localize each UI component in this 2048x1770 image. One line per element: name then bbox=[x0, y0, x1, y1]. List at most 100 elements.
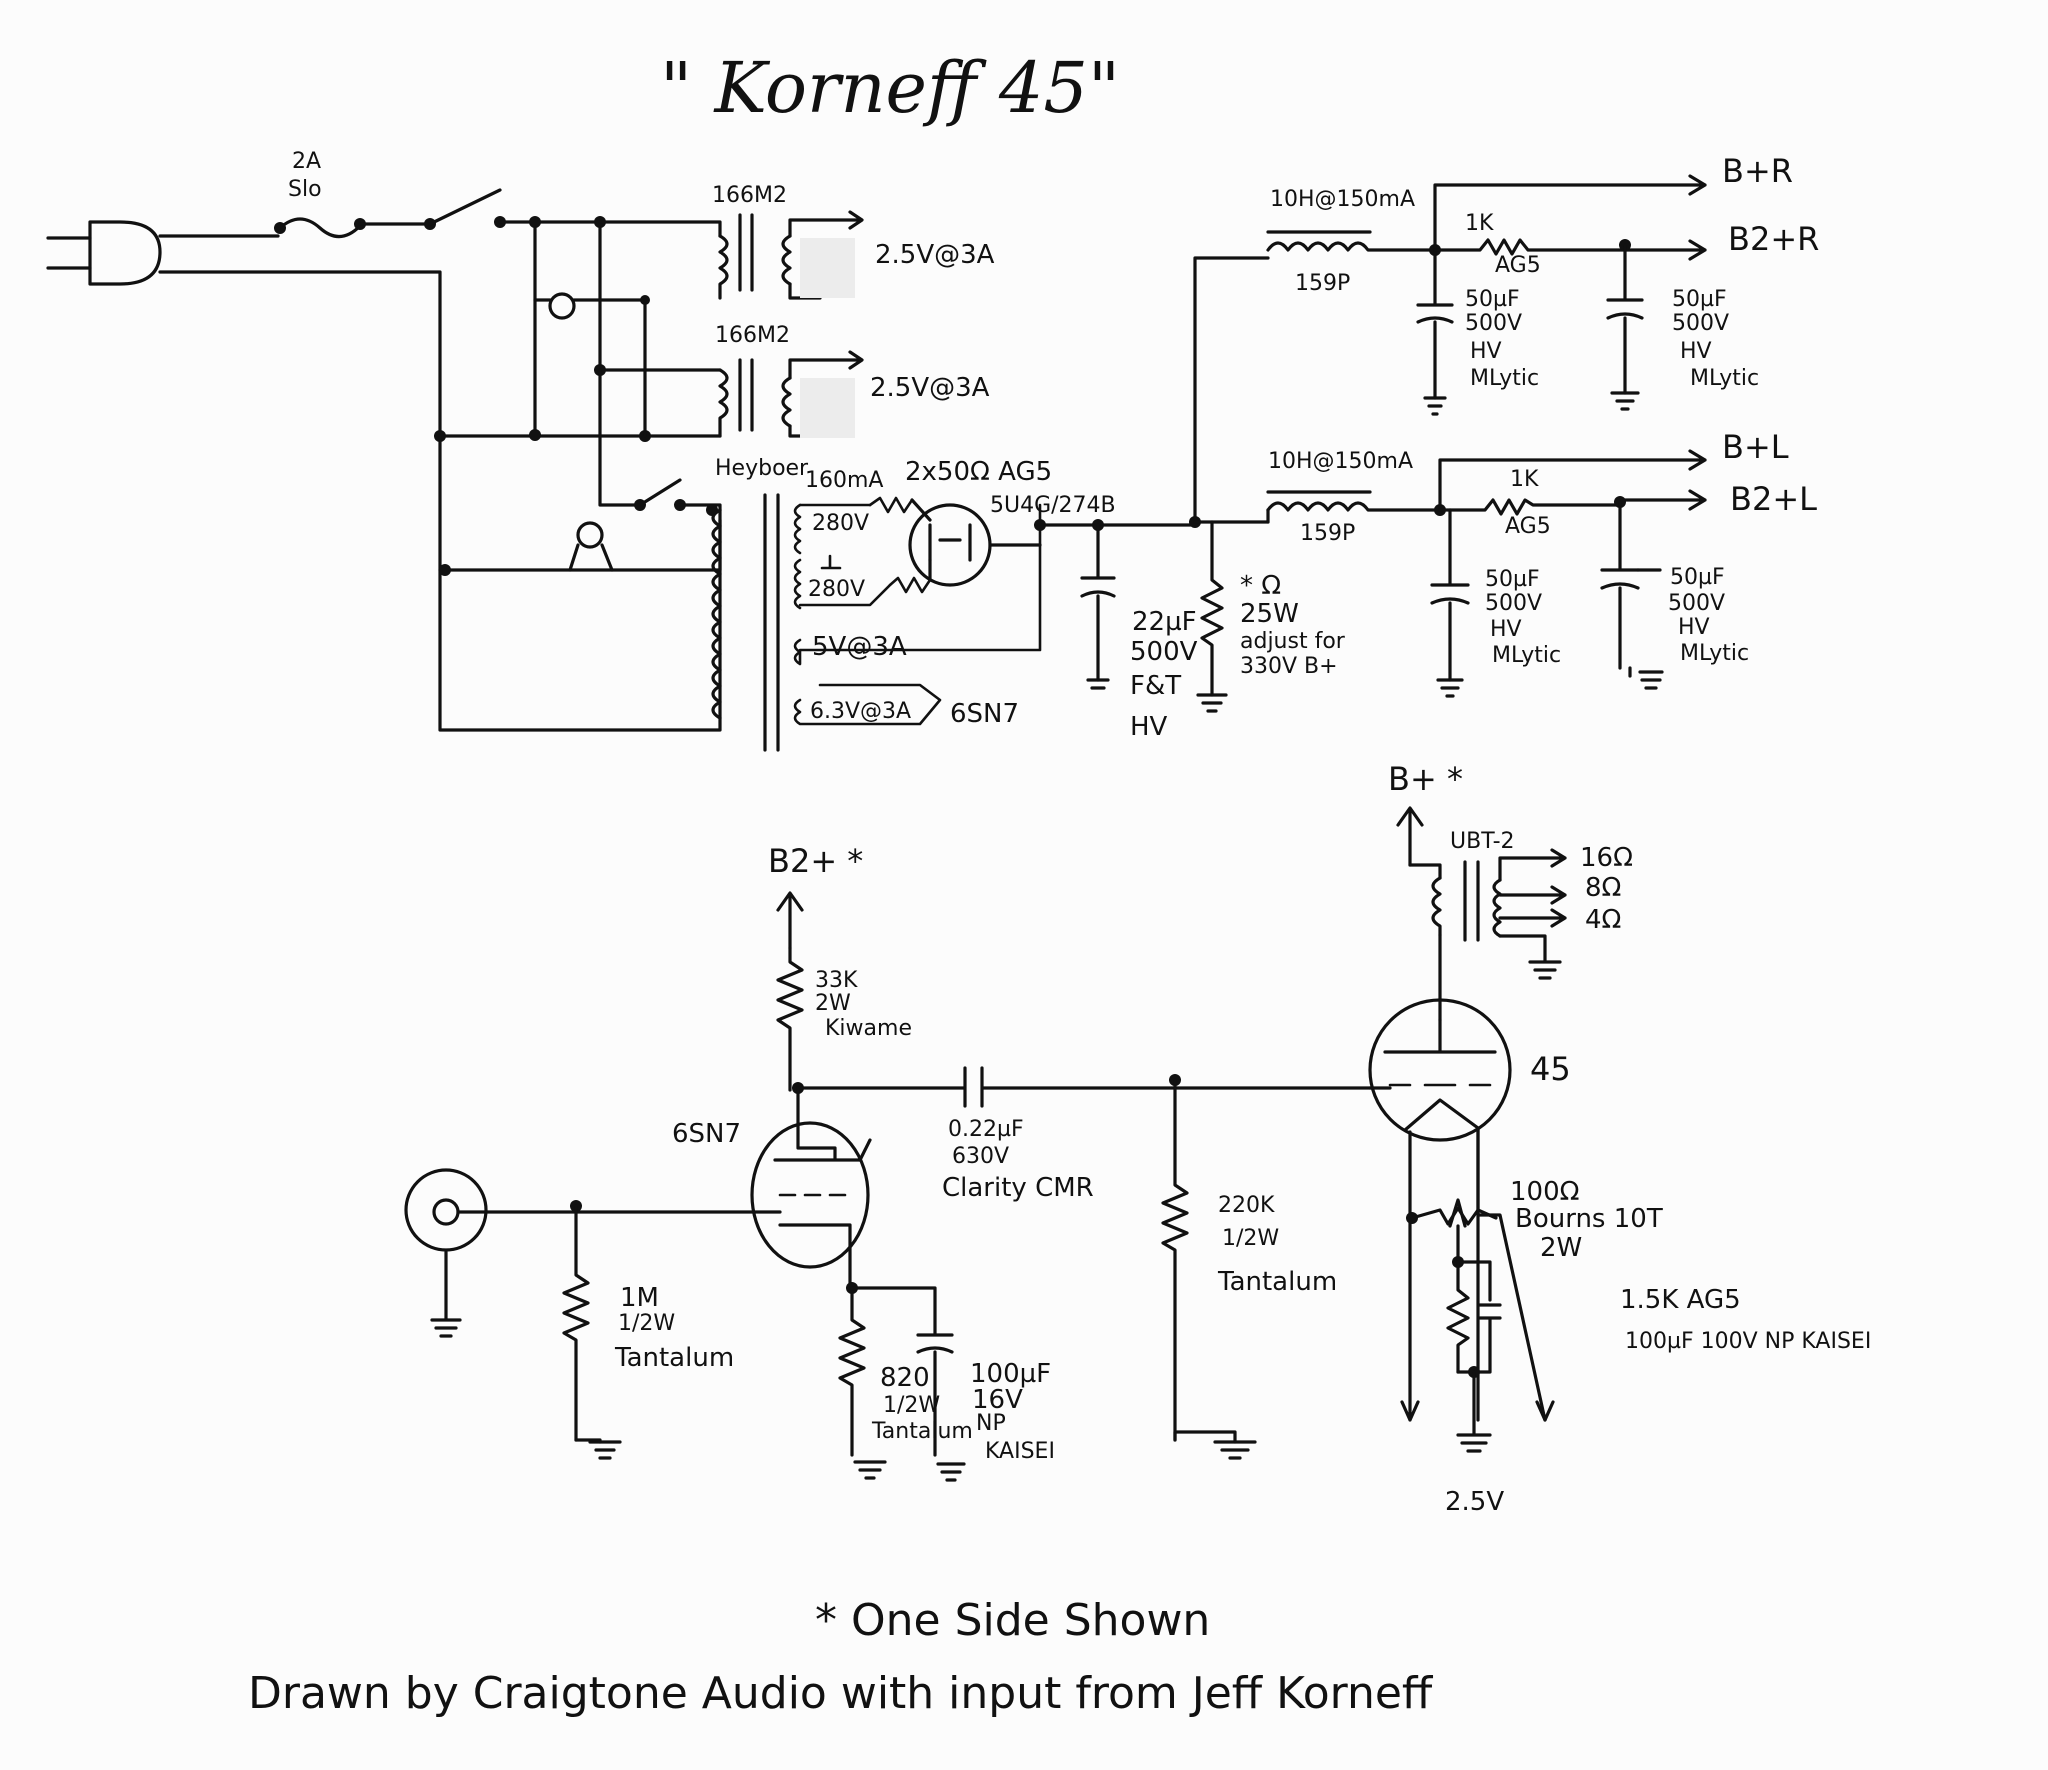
rectifier-resistors: 2x50Ω AG5 bbox=[905, 457, 1052, 487]
power-switch bbox=[428, 188, 602, 228]
output-tap-16: 16Ω bbox=[1580, 843, 1633, 873]
coupling-cap-label-3: Clarity CMR bbox=[942, 1173, 1094, 1203]
l-cap2-label-3: HV bbox=[1678, 615, 1710, 640]
standby-switch bbox=[598, 368, 722, 516]
cathode-capacitor bbox=[850, 1286, 966, 1482]
output-tube-label: 45 bbox=[1530, 1050, 1571, 1088]
r-resistor-value: 1K bbox=[1465, 211, 1494, 236]
cathode-res-label-2: 1/2W bbox=[883, 1393, 940, 1418]
cathode-res-label-3: Tantalum bbox=[871, 1419, 973, 1444]
output-transformer bbox=[1396, 806, 1567, 980]
r-cap1-label-3: HV bbox=[1470, 339, 1502, 364]
l-cap1-label-1: 50µF bbox=[1485, 567, 1540, 592]
schematic-title: " Korneff 45" bbox=[660, 47, 1120, 129]
l-choke-part: 159P bbox=[1300, 521, 1355, 546]
output-tap-8: 8Ω bbox=[1585, 873, 1621, 903]
cathode-cap-label-3: NP bbox=[976, 1411, 1006, 1436]
output-b2-plus-l: B2+L bbox=[1730, 480, 1817, 518]
left-channel-filter bbox=[1266, 449, 1707, 698]
power-transformer bbox=[711, 493, 1042, 752]
plate-res-label-3: Kiwame bbox=[825, 1016, 912, 1041]
output-b-plus-l: B+L bbox=[1722, 428, 1789, 466]
power-xfmr-sec-2: 280V bbox=[808, 577, 865, 602]
r-cap1-label-1: 50µF bbox=[1465, 287, 1520, 312]
output-b-plus-r: B+R bbox=[1722, 152, 1793, 190]
first-cap-label-2: 500V bbox=[1130, 637, 1198, 667]
mains-plug bbox=[46, 220, 162, 286]
grid-resistor bbox=[562, 1204, 622, 1460]
filament-xfmr-2-output: 2.5V@3A bbox=[870, 373, 990, 403]
output-xfmr-part: UBT-2 bbox=[1450, 829, 1515, 854]
filament-xfmr-1-part: 166M2 bbox=[712, 183, 787, 208]
r-cap2-label-4: MLytic bbox=[1690, 366, 1759, 391]
fuse-label-2: Slo bbox=[288, 177, 322, 202]
driver-tube-label: 6SN7 bbox=[672, 1119, 741, 1149]
rectifier-tube bbox=[868, 496, 1042, 594]
fuse bbox=[274, 217, 436, 239]
first-cap-label-4: HV bbox=[1130, 712, 1168, 742]
power-xfmr-heater-load: 6SN7 bbox=[950, 699, 1019, 729]
out-grid-res-label-1: 220K bbox=[1218, 1193, 1275, 1218]
l-cap1-label-2: 500V bbox=[1485, 591, 1542, 616]
filter-cap-first bbox=[1080, 523, 1116, 690]
bleeder-label-2: 25W bbox=[1240, 599, 1299, 629]
hum-pot-label-3: 2W bbox=[1540, 1233, 1582, 1263]
hum-pot-label-1: 100Ω bbox=[1510, 1177, 1580, 1207]
cathode-res-label-1: 820 bbox=[880, 1363, 930, 1393]
output-grid-resistor bbox=[1161, 1078, 1257, 1460]
fuse-label-1: 2A bbox=[292, 149, 321, 174]
cathode-cap-label-1: 100µF bbox=[970, 1359, 1051, 1389]
bleeder-resistor bbox=[1196, 520, 1228, 713]
cathode-cap-label-2: 16V bbox=[972, 1385, 1023, 1415]
input-jack bbox=[404, 1168, 782, 1338]
coupling-cap-label-1: 0.22µF bbox=[948, 1117, 1024, 1142]
cathode-resistor bbox=[838, 1286, 887, 1480]
bias-label-1: 1.5K AG5 bbox=[1620, 1285, 1741, 1315]
driver-tube bbox=[750, 1086, 872, 1287]
r-choke-part: 159P bbox=[1295, 271, 1350, 296]
r-resistor-type: AG5 bbox=[1495, 253, 1541, 278]
filament-xfmr-2-part: 166M2 bbox=[715, 323, 790, 348]
filament-xfmr-1-output: 2.5V@3A bbox=[875, 240, 995, 270]
plate-resistor bbox=[776, 946, 804, 1092]
hum-pot-label-2: Bourns 10T bbox=[1515, 1204, 1663, 1234]
r-choke-rating: 10H@150mA bbox=[1270, 187, 1415, 212]
r-cap2-label-3: HV bbox=[1680, 339, 1712, 364]
l-cap2-label-1: 50µF bbox=[1670, 565, 1725, 590]
l-cap1-label-3: HV bbox=[1490, 617, 1522, 642]
coupling-capacitor bbox=[796, 1066, 1372, 1108]
grid-res-label-1: 1M bbox=[620, 1283, 659, 1313]
rectifier-tube-label: 5U4G/274B bbox=[990, 493, 1116, 518]
l-cap2-label-2: 500V bbox=[1668, 591, 1725, 616]
output-tap-4: 4Ω bbox=[1585, 905, 1621, 935]
right-channel-filter bbox=[1266, 174, 1707, 416]
l-resistor-value: 1K bbox=[1510, 467, 1539, 492]
b-supply-label: B+ * bbox=[1388, 760, 1463, 798]
first-cap-label-3: F&T bbox=[1130, 671, 1181, 701]
coupling-cap-label-2: 630V bbox=[952, 1144, 1009, 1169]
output-tube bbox=[1368, 933, 1555, 1422]
l-choke-rating: 10H@150mA bbox=[1268, 449, 1413, 474]
b2-supply-label: B2+ * bbox=[768, 842, 863, 880]
bias-label-2: 100µF 100V NP KAISEI bbox=[1625, 1329, 1871, 1354]
plate-res-label-1: 33K bbox=[815, 968, 858, 993]
plate-res-label-2: 2W bbox=[815, 991, 851, 1016]
filament-voltage-label: 2.5V bbox=[1445, 1487, 1504, 1517]
power-xfmr-sec-1: 280V bbox=[812, 511, 869, 536]
out-grid-res-label-2: 1/2W bbox=[1222, 1226, 1279, 1251]
output-b2-plus-r: B2+R bbox=[1728, 220, 1819, 258]
footer-credit: Drawn by Craigtone Audio with input from… bbox=[248, 1668, 1434, 1719]
r-cap2-label-1: 50µF bbox=[1672, 287, 1727, 312]
grid-res-label-2: 1/2W bbox=[618, 1311, 675, 1336]
pilot-lamp-2 bbox=[568, 521, 614, 572]
bleeder-label-4: 330V B+ bbox=[1240, 654, 1338, 679]
power-xfmr-brand: Heyboer bbox=[715, 456, 809, 481]
r-cap1-label-2: 500V bbox=[1465, 311, 1522, 336]
grid-res-label-3: Tantalum bbox=[614, 1343, 734, 1373]
filament-transformer-1 bbox=[598, 210, 864, 300]
l-resistor-type: AG5 bbox=[1505, 514, 1551, 539]
pilot-lamp-1 bbox=[533, 292, 650, 438]
bleeder-label-1: * Ω bbox=[1240, 571, 1281, 601]
r-cap1-label-4: MLytic bbox=[1470, 366, 1539, 391]
